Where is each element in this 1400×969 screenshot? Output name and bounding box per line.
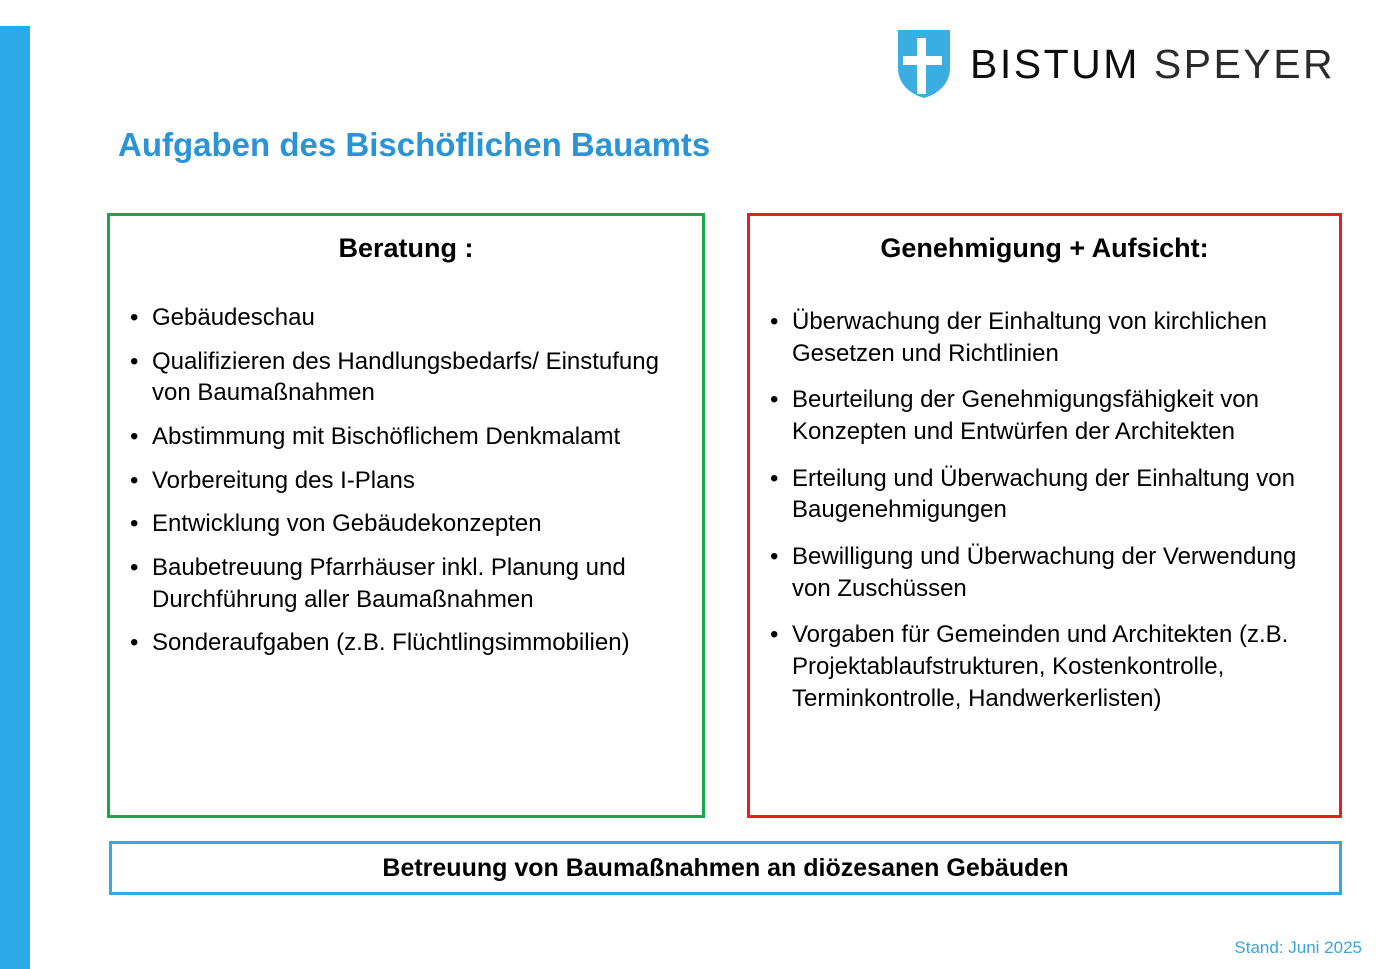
- bullet-icon: •: [130, 347, 139, 375]
- bullet-icon: •: [770, 308, 779, 335]
- bullet-icon: •: [770, 621, 779, 649]
- list-item: • Qualifizieren des Handlungsbedarfs/ Ein…: [122, 346, 692, 409]
- bullet-icon: •: [770, 543, 779, 571]
- panel-genehmigung-list: • Überwachung der Einhaltung von kirchlic…: [750, 306, 1339, 714]
- list-item-label: Vorbereitung des I-Plans: [152, 466, 415, 494]
- list-item-label: Qualifizieren des Handlungsbedarfs/ Eins…: [152, 347, 659, 407]
- list-item: • Vorbereitung des I-Plans: [122, 465, 692, 497]
- list-item-label: Baubetreuung Pfarrhäuser inkl. Planung u…: [152, 554, 626, 613]
- panel-genehmigung-aufsicht: Genehmigung + Aufsicht: • Überwachung der…: [747, 213, 1342, 818]
- bullet-icon: •: [770, 464, 779, 492]
- status-date: Stand: Juni 2025: [1234, 938, 1362, 957]
- list-item-label: Entwicklung von Gebäudekonzepten: [152, 510, 542, 538]
- list-item-label: Erteilung und Überwachung der Einhaltung…: [792, 464, 1296, 524]
- shield-cross-icon: [896, 28, 952, 100]
- brand-word-speyer: SPEYER: [1153, 40, 1336, 87]
- list-item: • Entwicklung von Gebäudekonzepten: [122, 508, 692, 540]
- summary-banner-text: Betreuung von Baumaßnahmen an diözesanen…: [382, 853, 1069, 882]
- bullet-icon: •: [130, 629, 139, 657]
- list-item-label: Vorgaben für Gemeinden und Architekten (…: [792, 621, 1289, 712]
- brand-wordmark: BISTUM SPEYER: [970, 40, 1336, 87]
- list-item: • Abstimmung mit Bischöflichem Denkmalamt: [122, 421, 692, 453]
- panel-beratung-heading: Beratung :: [338, 233, 474, 263]
- list-item: • Sonderaufgaben (z.B. Flüchtlingsimmobil…: [122, 627, 692, 659]
- list-item: • Bewilligung und Überwachung der Verwend…: [762, 541, 1333, 604]
- bullet-icon: •: [130, 304, 139, 331]
- list-item: • Baubetreuung Pfarrhäuser inkl. Planung …: [122, 552, 692, 615]
- list-item-label: Beurteilung der Genehmigungsfähigkeit vo…: [792, 386, 1259, 446]
- list-item-label: Bewilligung und Überwachung der Verwendu…: [792, 543, 1297, 602]
- list-item: • Beurteilung der Genehmigungsfähigkeit v…: [762, 384, 1333, 447]
- left-accent-bar: [0, 26, 30, 969]
- brand-word-bistum: BISTUM: [970, 40, 1140, 87]
- list-item-label: Abstimmung mit Bischöflichem Denkmalamt: [152, 423, 621, 451]
- panel-beratung: Beratung : • Gebäudeschau • Qualifizieren …: [107, 213, 705, 818]
- list-item: • Gebäudeschau: [122, 302, 692, 334]
- bullet-icon: •: [130, 466, 139, 494]
- list-item-label: Sonderaufgaben (z.B. Flüchtlingsimmobili…: [152, 629, 630, 657]
- bullet-icon: •: [130, 510, 139, 538]
- list-item: • Vorgaben für Gemeinden und Architekten …: [762, 619, 1333, 714]
- panel-beratung-list: • Gebäudeschau • Qualifizieren des Handlun…: [110, 302, 702, 659]
- summary-banner: Betreuung von Baumaßnahmen an diözesanen…: [109, 841, 1342, 895]
- list-item-label: Überwachung der Einhaltung von kirchlich…: [792, 308, 1267, 367]
- panel-genehmigung-heading: Genehmigung + Aufsicht:: [880, 233, 1209, 263]
- bullet-icon: •: [770, 386, 779, 414]
- bullet-icon: •: [130, 554, 139, 582]
- bullet-icon: •: [130, 423, 139, 451]
- page-title: Aufgaben des Bischöflichen Bauamts: [118, 126, 711, 163]
- brand-logo: BISTUM SPEYER: [896, 28, 1335, 100]
- list-item-label: Gebäudeschau: [152, 304, 315, 331]
- list-item: • Erteilung und Überwachung der Einhaltun…: [762, 463, 1333, 526]
- list-item: • Überwachung der Einhaltung von kirchlic…: [762, 306, 1333, 369]
